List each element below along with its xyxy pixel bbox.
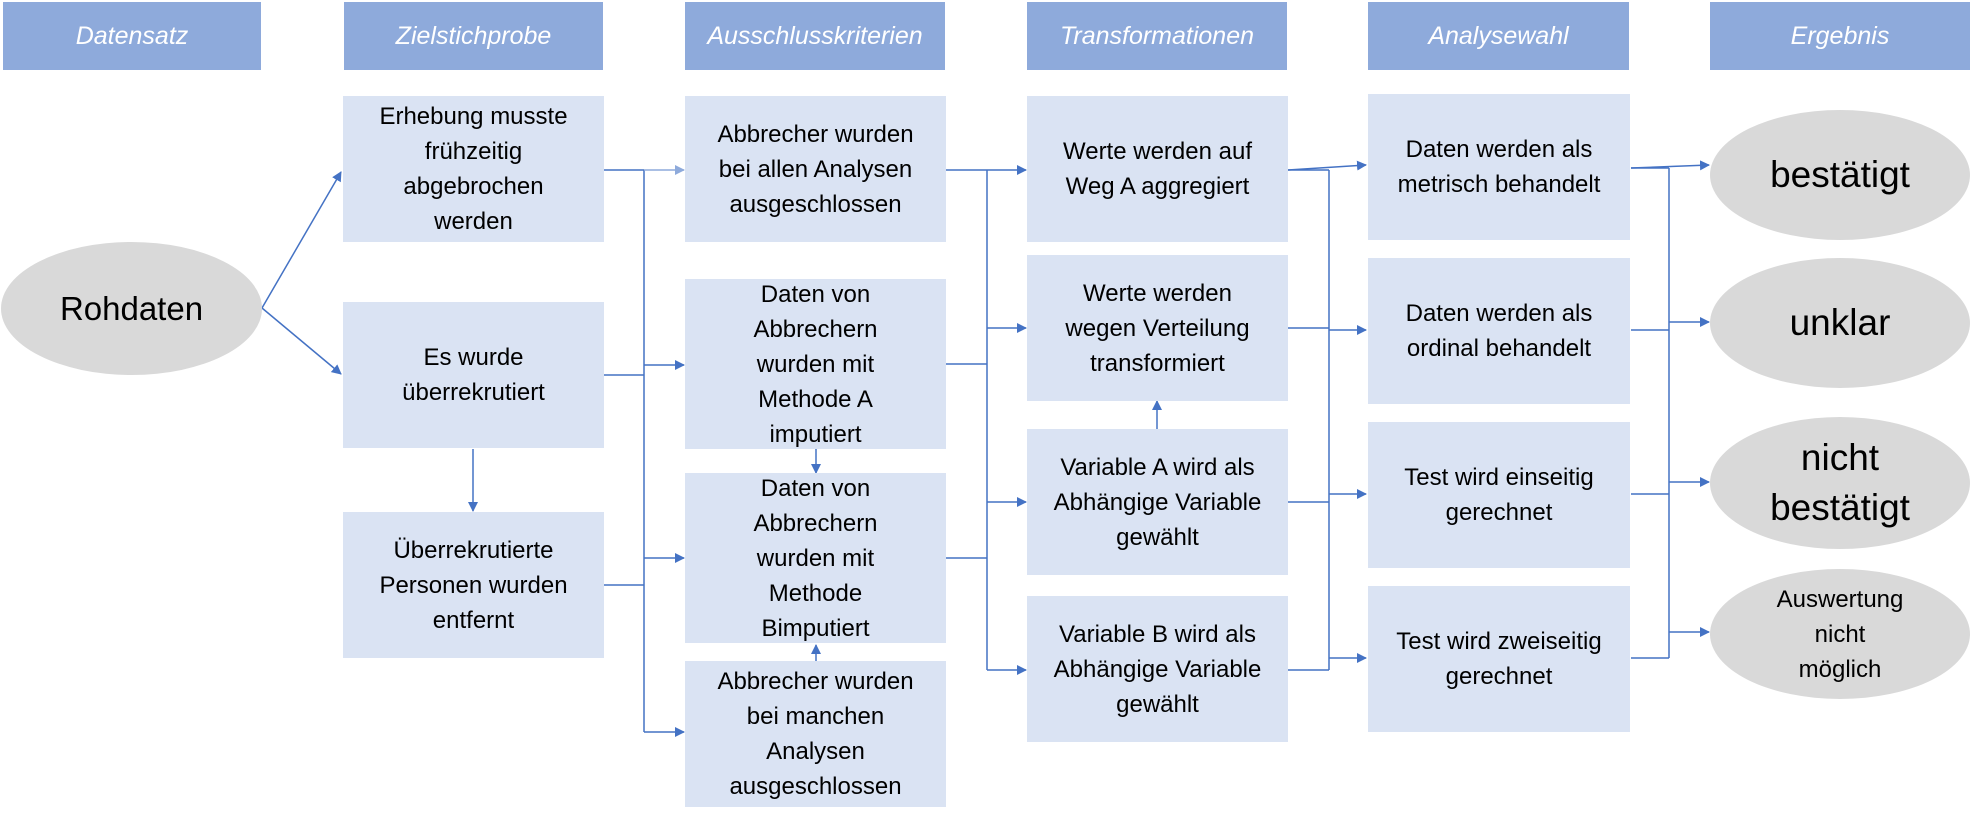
node-ueberrekrutierte-entfernt: Überrekrutierte Personen wurden entfernt xyxy=(343,512,604,658)
header-analysewahl: Analysewahl xyxy=(1368,2,1629,70)
node-abbrecher-manche-ausgeschlossen: Abbrecher wurden bei manchen Analysen au… xyxy=(685,661,946,807)
header-datensatz: Datensatz xyxy=(3,2,261,70)
node-metrisch: Daten werden als metrisch behandelt xyxy=(1368,94,1630,240)
result-auswertung-nicht-moeglich: Auswertung nicht möglich xyxy=(1710,569,1970,699)
result-nicht-bestaetigt: nicht bestätigt xyxy=(1710,417,1970,549)
node-variable-b: Variable B wird als Abhängige Variable g… xyxy=(1027,596,1288,742)
node-ueberrekrutiert: Es wurde überrekrutiert xyxy=(343,302,604,448)
header-ergebnis: Ergebnis xyxy=(1710,2,1970,70)
result-bestaetigt: bestätigt xyxy=(1710,110,1970,240)
edge-rohdaten-ueberrekrutiert xyxy=(261,307,342,375)
node-rohdaten: Rohdaten xyxy=(1,242,262,375)
node-verteilung-transformiert: Werte werden wegen Verteilung transformi… xyxy=(1027,255,1288,401)
result-unklar: unklar xyxy=(1710,258,1970,388)
node-variable-a: Variable A wird als Abhängige Variable g… xyxy=(1027,429,1288,575)
header-ausschlusskriterien: Ausschlusskriterien xyxy=(685,2,945,70)
edge-analyse-1-direct xyxy=(1630,160,1710,171)
header-transformationen: Transformationen xyxy=(1027,2,1287,70)
node-einseitig: Test wird einseitig gerechnet xyxy=(1368,422,1630,568)
edge-rohdaten-abbruch xyxy=(261,171,342,309)
node-erhebung-abgebrochen: Erhebung musste frühzeitig abgebrochen w… xyxy=(343,96,604,242)
node-imputiert-methode-a: Daten von Abbrechern wurden mit Methode … xyxy=(685,279,946,449)
edge-trans-1-direct xyxy=(1287,160,1367,171)
node-weg-a-aggregiert: Werte werden auf Weg A aggregiert xyxy=(1027,96,1288,242)
node-abbrecher-alle-ausgeschlossen: Abbrecher wurden bei allen Analysen ausg… xyxy=(685,96,946,242)
node-ordinal: Daten werden als ordinal behandelt xyxy=(1368,258,1630,404)
node-zweiseitig: Test wird zweiseitig gerechnet xyxy=(1368,586,1630,732)
node-imputiert-methode-b: Daten von Abbrechern wurden mit Methode … xyxy=(685,473,946,643)
header-zielstichprobe: Zielstichprobe xyxy=(344,2,603,70)
